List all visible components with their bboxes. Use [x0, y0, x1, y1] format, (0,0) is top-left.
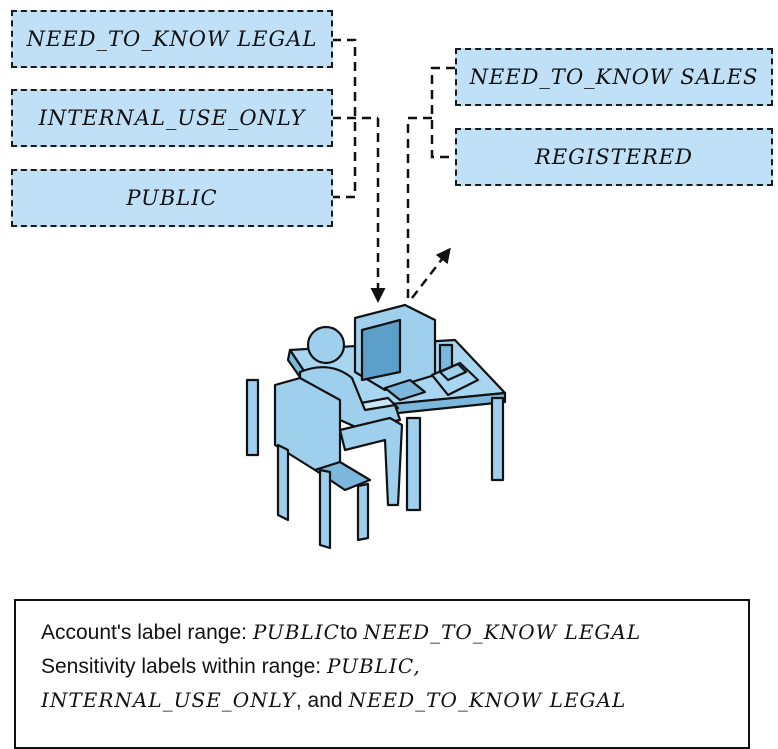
label-need-to-know-legal: NEED_TO_KNOW LEGAL — [11, 10, 333, 68]
person-at-desk-illustration — [245, 303, 507, 550]
diagonal-up-arrow — [411, 247, 451, 299]
right-bracket-connector — [406, 66, 455, 300]
caption-line-within: Sensitivity labels within range: PUBLIC, — [41, 649, 748, 683]
caption-range-low: PUBLIC — [252, 620, 340, 644]
caption-label-internal: INTERNAL_USE_ONLY — [41, 688, 296, 712]
caption-range-high: NEED_TO_KNOW LEGAL — [363, 620, 642, 644]
caption-box: Account's label range: PUBLICto NEED_TO_… — [14, 599, 750, 749]
caption-label-legal: NEED_TO_KNOW LEGAL — [348, 688, 627, 712]
label-public: PUBLIC — [11, 169, 333, 227]
workstation-diagram — [245, 38, 507, 550]
label-internal-use-only: INTERNAL_USE_ONLY — [11, 89, 333, 147]
label-registered: REGISTERED — [455, 128, 773, 186]
caption-and: , and — [295, 689, 349, 712]
caption-range-to: to — [339, 621, 364, 644]
caption-line-labels: INTERNAL_USE_ONLY, and NEED_TO_KNOW LEGA… — [41, 683, 748, 717]
caption-line-range: Account's label range: PUBLICto NEED_TO_… — [41, 615, 748, 649]
left-bracket-connector — [332, 38, 378, 199]
caption-within-prefix: Sensitivity labels within range: — [41, 655, 327, 678]
caption-range-prefix: Account's label range: — [41, 621, 253, 644]
label-need-to-know-sales: NEED_TO_KNOW SALES — [455, 48, 773, 106]
caption-within-label: PUBLIC, — [326, 654, 421, 678]
